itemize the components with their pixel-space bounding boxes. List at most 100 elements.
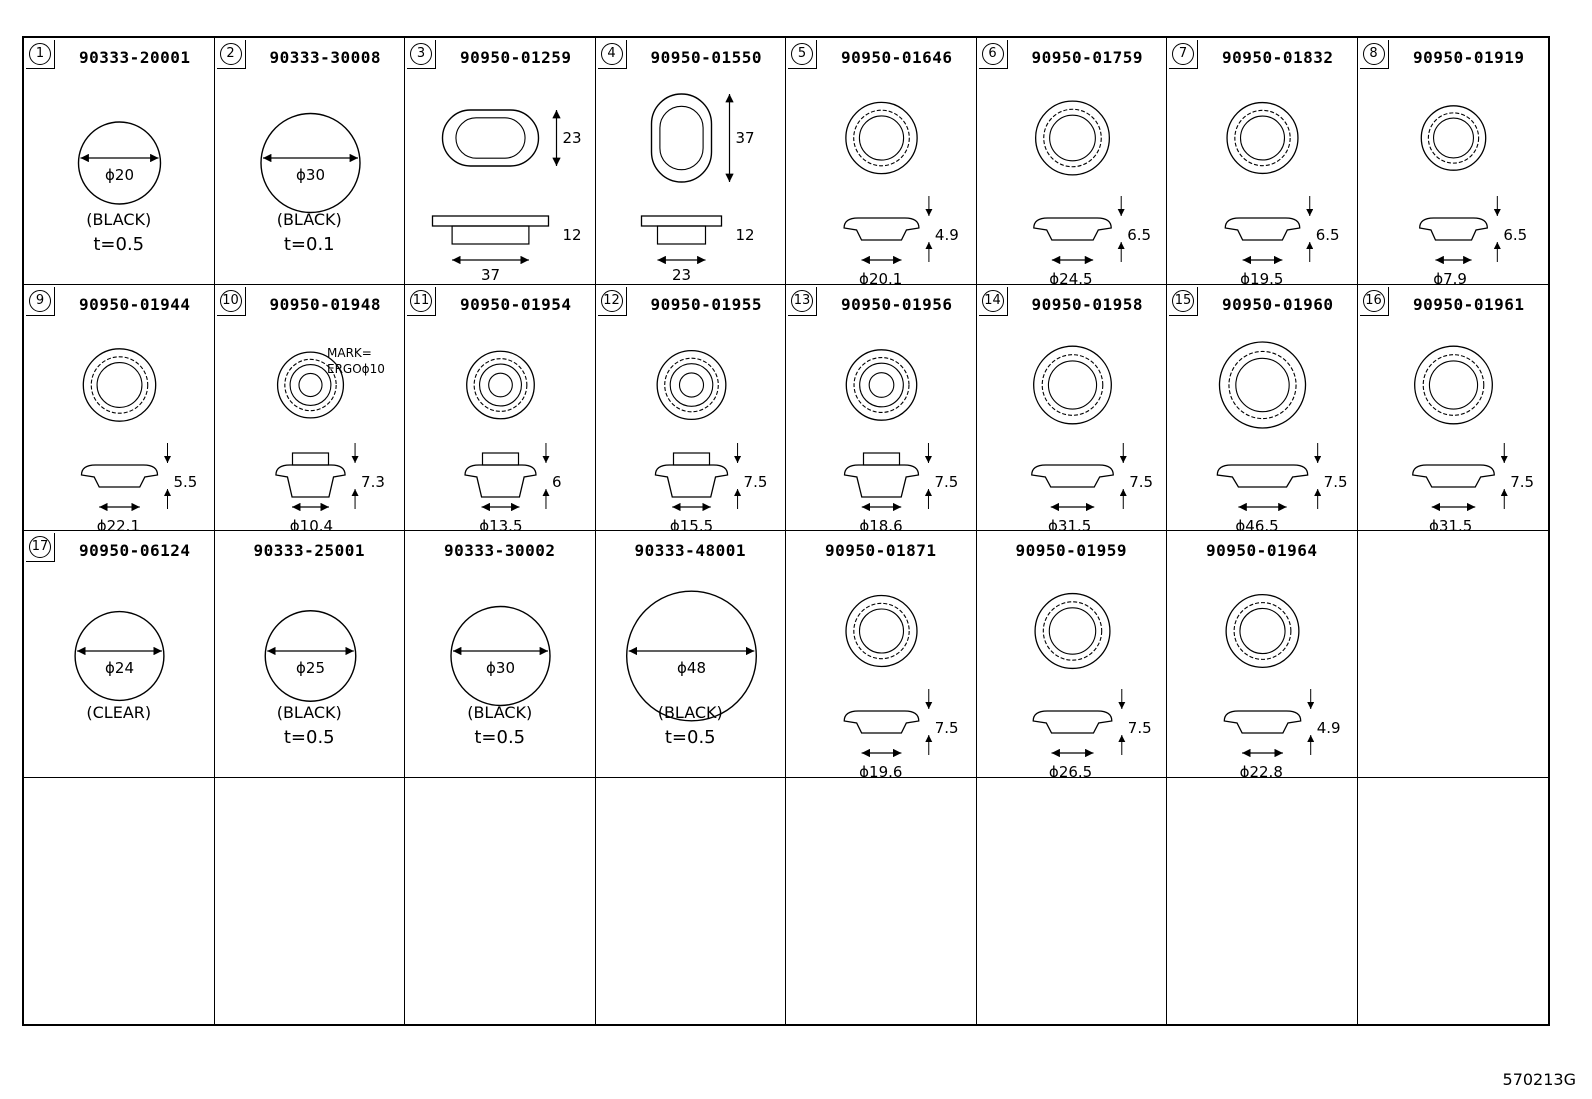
part-drawing: 6.5ϕ7.9 — [1418, 105, 1527, 284]
part-number: 90950-01944 — [79, 294, 191, 314]
part-drawing: ϕ24 — [74, 610, 165, 702]
item-index-number: 9 — [29, 289, 51, 312]
item-index-number: 17 — [29, 536, 51, 558]
grommet-diameter-label: ϕ24.5 — [1049, 270, 1092, 285]
grommet-profile — [1030, 463, 1114, 488]
grommet-profile — [843, 710, 920, 734]
color-note: (BLACK) — [467, 703, 533, 722]
grommet-profile — [654, 463, 728, 498]
profile-height-label: 12 — [735, 226, 754, 244]
thickness-note: t=0.5 — [283, 727, 335, 748]
plug-diameter-label: ϕ25 — [296, 659, 325, 677]
grommet-profile — [80, 463, 159, 488]
part-drawing: ϕ30 — [450, 605, 551, 707]
grommet-profile — [1411, 463, 1495, 488]
empty-cell — [215, 777, 405, 1024]
part-number: 90950-01871 — [825, 541, 937, 560]
grommet-profile — [843, 463, 920, 498]
profile-height-label: 12 — [563, 226, 582, 244]
item-index-number: 8 — [1362, 43, 1385, 65]
plug-outline — [77, 121, 162, 205]
item-index-badge: 2 — [216, 40, 246, 69]
height-dimension-label: 7.5 — [935, 719, 959, 737]
item-index-number: 3 — [410, 43, 432, 65]
grommet-profile — [843, 217, 920, 241]
grommet-diameter-label: ϕ46.5 — [1235, 517, 1278, 532]
grommet-profile — [1032, 217, 1112, 241]
plug-diameter-label: ϕ30 — [486, 659, 515, 677]
item-index-badge: 10 — [216, 286, 246, 316]
item-index-badge: 5 — [788, 40, 817, 69]
item-index-number: 2 — [219, 43, 242, 65]
plug-outline — [450, 605, 551, 707]
part-number: 90950-01961 — [1413, 294, 1525, 314]
grommet-diameter-label: ϕ26.5 — [1048, 763, 1091, 778]
plug-outline — [74, 610, 165, 702]
color-note: (BLACK) — [86, 210, 152, 229]
part-number: 90333-20001 — [79, 48, 191, 67]
item-index-number: 15 — [1172, 289, 1194, 312]
diagram-reference: 570213G — [1502, 1070, 1576, 1089]
grommet-diameter-label: ϕ10.4 — [289, 517, 332, 532]
height-dimension-label: 7.5 — [743, 473, 767, 491]
item-index-badge: 16 — [1359, 286, 1389, 316]
grommet-diameter-label: ϕ31.5 — [1048, 517, 1091, 532]
mark-label: ERGOϕ10 — [327, 362, 385, 376]
grommet-diameter-label: ϕ13.5 — [479, 517, 522, 532]
height-dimension-label: 6 — [552, 473, 562, 491]
thickness-note: t=0.5 — [474, 727, 526, 748]
item-index-badge: 17 — [26, 533, 55, 562]
part-number: 90950-01832 — [1222, 48, 1334, 67]
item-index-number: 10 — [219, 289, 242, 312]
item-index-number: 16 — [1362, 289, 1385, 312]
empty-cell — [1167, 777, 1358, 1024]
empty-cell — [1358, 778, 1549, 1025]
height-dimension-label: 7.5 — [934, 473, 958, 491]
part-drawing: 6.5 ϕ24.5 — [1032, 100, 1151, 285]
empty-cell — [786, 777, 977, 1024]
item-index-badge: 4 — [597, 40, 627, 69]
part-drawing: ϕ20 — [77, 121, 162, 205]
item-index-badge: 13 — [788, 286, 817, 316]
part-number: 90950-01960 — [1222, 294, 1334, 314]
grommet-profile — [1216, 463, 1309, 488]
height-dimension-label: 6.5 — [1316, 226, 1340, 244]
oval-grommet-outline — [650, 93, 712, 183]
empty-cell — [1357, 531, 1548, 778]
part-number: 90950-01954 — [460, 294, 572, 314]
part-drawing: 7.5 ϕ31.5 — [1030, 345, 1153, 532]
height-dimension-label: 4.9 — [935, 226, 959, 244]
part-drawing: ϕ25 — [264, 610, 356, 702]
part-drawing: 6 ϕ13.5 — [464, 350, 562, 532]
part-number: 90950-01956 — [841, 294, 953, 314]
height-dimension-label: 6.5 — [1127, 226, 1151, 244]
grommet-diameter-label: ϕ22.1 — [97, 517, 140, 532]
height-dimension-label: 7.5 — [1129, 473, 1153, 491]
item-index-number: 11 — [410, 289, 432, 312]
part-number: 90950-01959 — [1015, 541, 1127, 560]
part-cell: 11 90950-01954 6 ϕ13.5 — [405, 284, 596, 532]
item-index-number: 4 — [600, 43, 623, 65]
part-number: 90333-30008 — [269, 48, 381, 67]
